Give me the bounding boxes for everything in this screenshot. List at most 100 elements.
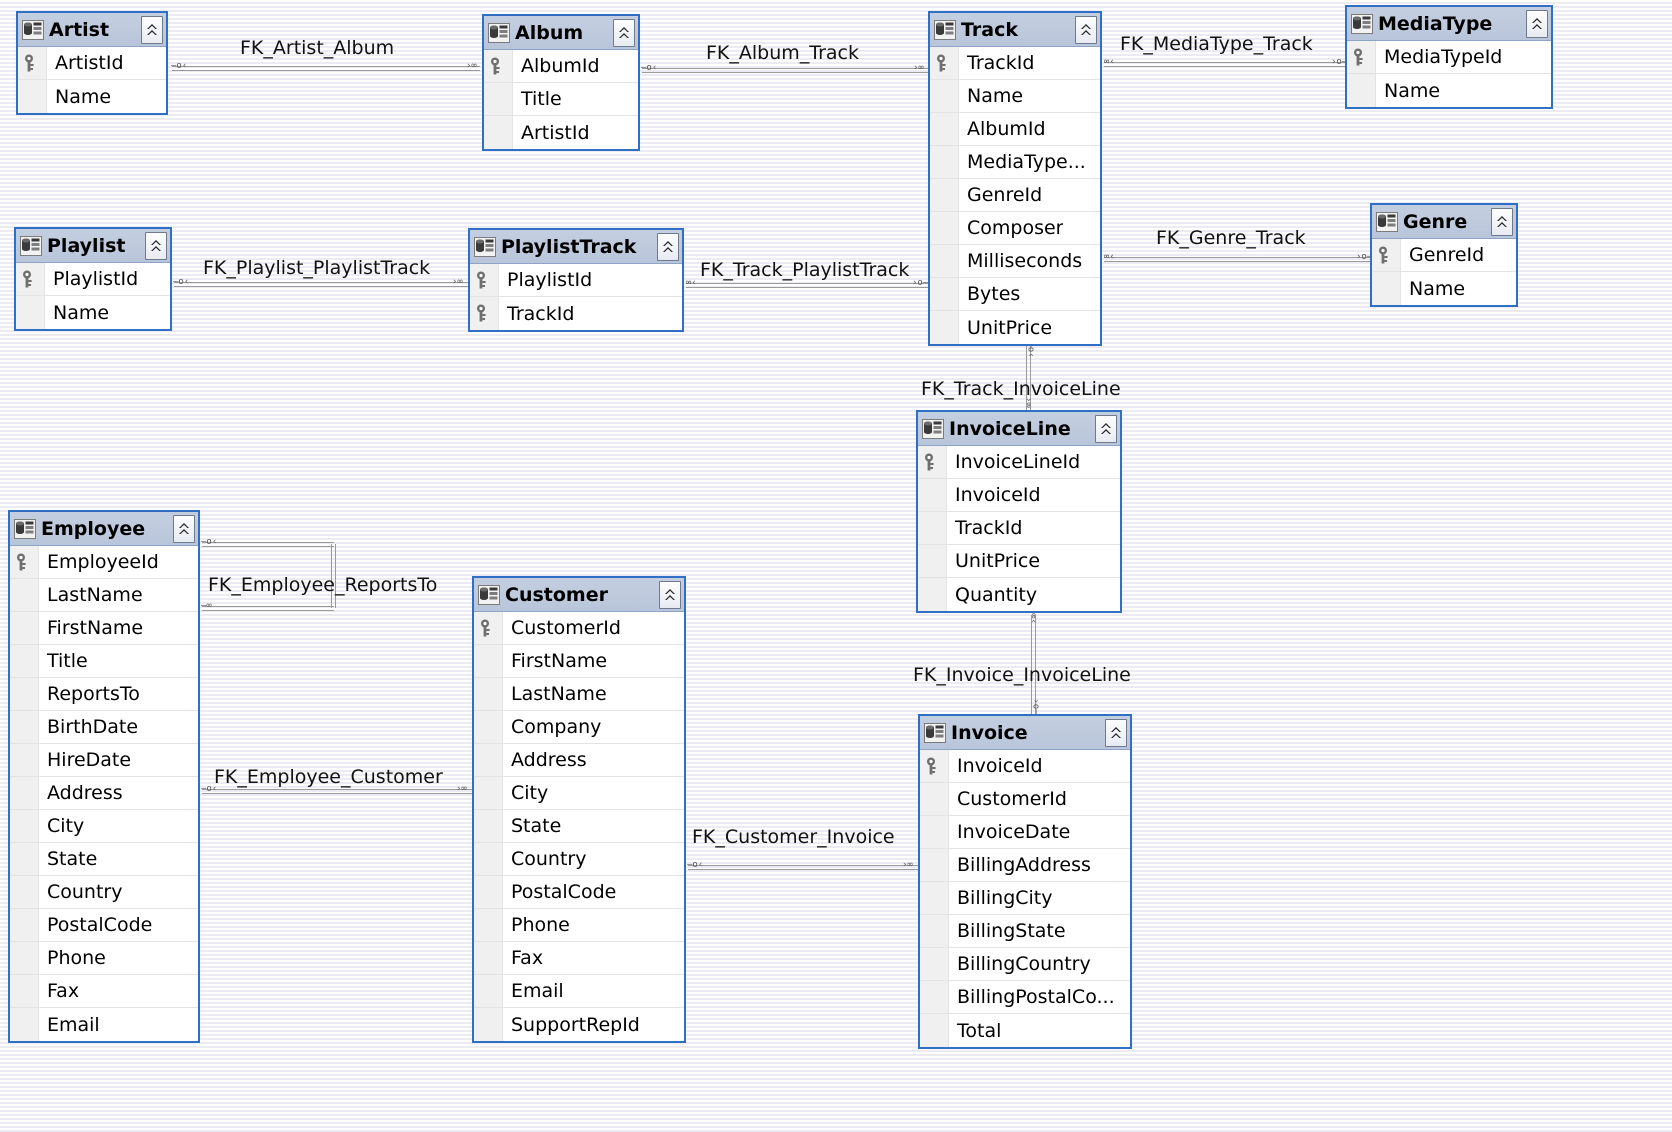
column-row[interactable]: TrackId bbox=[470, 297, 682, 330]
chevron-up-double-icon[interactable] bbox=[145, 231, 167, 260]
column-row[interactable]: ReportsTo bbox=[10, 678, 198, 711]
column-row[interactable]: SupportRepId bbox=[474, 1008, 684, 1041]
column-row[interactable]: BillingAddress bbox=[920, 849, 1130, 882]
table-header-artist[interactable]: Artist bbox=[18, 13, 166, 47]
column-row[interactable]: Email bbox=[10, 1008, 198, 1041]
column-row[interactable]: FirstName bbox=[10, 612, 198, 645]
relationship-label-fk_invoice_invoiceline[interactable]: FK_Invoice_InvoiceLine bbox=[913, 664, 1131, 686]
table-header-invoice[interactable]: Invoice bbox=[920, 716, 1130, 750]
column-row[interactable]: BirthDate bbox=[10, 711, 198, 744]
relationship-label-fk_playlist_playlisttrack[interactable]: FK_Playlist_PlaylistTrack bbox=[203, 257, 431, 279]
relationship-label-fk_mediatype_track[interactable]: FK_MediaType_Track bbox=[1120, 33, 1313, 55]
column-row[interactable]: Bytes bbox=[930, 278, 1100, 311]
table-header-invoiceline[interactable]: InvoiceLine bbox=[918, 412, 1120, 446]
chevron-up-double-icon[interactable] bbox=[1095, 414, 1117, 443]
chevron-up-double-icon[interactable] bbox=[141, 15, 163, 44]
column-row[interactable]: Title bbox=[10, 645, 198, 678]
column-row[interactable]: AlbumId bbox=[484, 50, 638, 83]
column-row[interactable]: MediaType... bbox=[930, 146, 1100, 179]
column-row[interactable]: GenreId bbox=[930, 179, 1100, 212]
column-row[interactable]: Name bbox=[1347, 74, 1551, 107]
relationship-label-fk_track_playlisttrack[interactable]: FK_Track_PlaylistTrack bbox=[700, 259, 910, 281]
chevron-up-double-icon[interactable] bbox=[657, 232, 679, 261]
column-row[interactable]: Composer bbox=[930, 212, 1100, 245]
column-row[interactable]: Address bbox=[474, 744, 684, 777]
column-row[interactable]: State bbox=[474, 810, 684, 843]
column-row[interactable]: HireDate bbox=[10, 744, 198, 777]
column-row[interactable]: PlaylistId bbox=[470, 264, 682, 297]
table-header-genre[interactable]: Genre bbox=[1372, 205, 1516, 239]
column-row[interactable]: ArtistId bbox=[484, 116, 638, 149]
column-row[interactable]: BillingState bbox=[920, 915, 1130, 948]
column-row[interactable]: BillingPostalCo... bbox=[920, 981, 1130, 1014]
column-row[interactable]: Total bbox=[920, 1014, 1130, 1047]
column-row[interactable]: InvoiceLineId bbox=[918, 446, 1120, 479]
column-row[interactable]: EmployeeId bbox=[10, 546, 198, 579]
column-row[interactable]: TrackId bbox=[918, 512, 1120, 545]
table-header-album[interactable]: Album bbox=[484, 16, 638, 50]
column-row[interactable]: LastName bbox=[10, 579, 198, 612]
column-row[interactable]: InvoiceId bbox=[918, 479, 1120, 512]
column-row[interactable]: City bbox=[10, 810, 198, 843]
column-row[interactable]: State bbox=[10, 843, 198, 876]
table-header-playlisttrack[interactable]: PlaylistTrack bbox=[470, 230, 682, 264]
relationship-label-fk_genre_track[interactable]: FK_Genre_Track bbox=[1156, 227, 1306, 249]
column-row[interactable]: Address bbox=[10, 777, 198, 810]
chevron-up-double-icon[interactable] bbox=[1075, 15, 1097, 44]
column-row[interactable]: PostalCode bbox=[474, 876, 684, 909]
relationship-label-fk_album_track[interactable]: FK_Album_Track bbox=[706, 42, 859, 64]
chevron-up-double-icon[interactable] bbox=[613, 18, 635, 47]
column-row[interactable]: Name bbox=[18, 80, 166, 113]
column-row[interactable]: Email bbox=[474, 975, 684, 1008]
column-row[interactable]: Country bbox=[10, 876, 198, 909]
column-row[interactable]: Phone bbox=[10, 942, 198, 975]
column-row[interactable]: PlaylistId bbox=[16, 263, 170, 296]
table-header-customer[interactable]: Customer bbox=[474, 578, 684, 612]
column-row[interactable]: GenreId bbox=[1372, 239, 1516, 272]
column-row[interactable]: Fax bbox=[474, 942, 684, 975]
relationship-label-fk_employee_reportsto[interactable]: FK_Employee_ReportsTo bbox=[208, 574, 438, 596]
relationship-label-fk_track_invoiceline[interactable]: FK_Track_InvoiceLine bbox=[921, 378, 1121, 400]
table-header-employee[interactable]: Employee bbox=[10, 512, 198, 546]
column-row[interactable]: Country bbox=[474, 843, 684, 876]
column-row[interactable]: TrackId bbox=[930, 47, 1100, 80]
column-row[interactable]: LastName bbox=[474, 678, 684, 711]
chevron-up-double-icon[interactable] bbox=[173, 514, 195, 543]
column-row[interactable]: Title bbox=[484, 83, 638, 116]
column-row[interactable]: Milliseconds bbox=[930, 245, 1100, 278]
chevron-up-double-icon[interactable] bbox=[1105, 718, 1127, 747]
table-header-playlist[interactable]: Playlist bbox=[16, 229, 170, 263]
column-row[interactable]: CustomerId bbox=[920, 783, 1130, 816]
relationship-label-fk_customer_invoice[interactable]: FK_Customer_Invoice bbox=[692, 826, 895, 848]
column-row[interactable]: Name bbox=[930, 80, 1100, 113]
column-row[interactable]: CustomerId bbox=[474, 612, 684, 645]
column-row[interactable]: ArtistId bbox=[18, 47, 166, 80]
column-row[interactable]: Phone bbox=[474, 909, 684, 942]
column-row[interactable]: Name bbox=[1372, 272, 1516, 305]
column-row[interactable]: PostalCode bbox=[10, 909, 198, 942]
column-row[interactable]: FirstName bbox=[474, 645, 684, 678]
column-row[interactable]: UnitPrice bbox=[930, 311, 1100, 344]
relationship-label-fk_artist_album[interactable]: FK_Artist_Album bbox=[240, 37, 395, 59]
relationship-label-fk_employee_customer[interactable]: FK_Employee_Customer bbox=[214, 766, 443, 788]
column-row[interactable]: AlbumId bbox=[930, 113, 1100, 146]
column-row[interactable]: Company bbox=[474, 711, 684, 744]
column-row[interactable]: UnitPrice bbox=[918, 545, 1120, 578]
column-row[interactable]: Name bbox=[16, 296, 170, 329]
column-row[interactable]: City bbox=[474, 777, 684, 810]
column-row[interactable]: BillingCountry bbox=[920, 948, 1130, 981]
column-row[interactable]: InvoiceDate bbox=[920, 816, 1130, 849]
chevron-up-double-icon[interactable] bbox=[1526, 9, 1548, 38]
